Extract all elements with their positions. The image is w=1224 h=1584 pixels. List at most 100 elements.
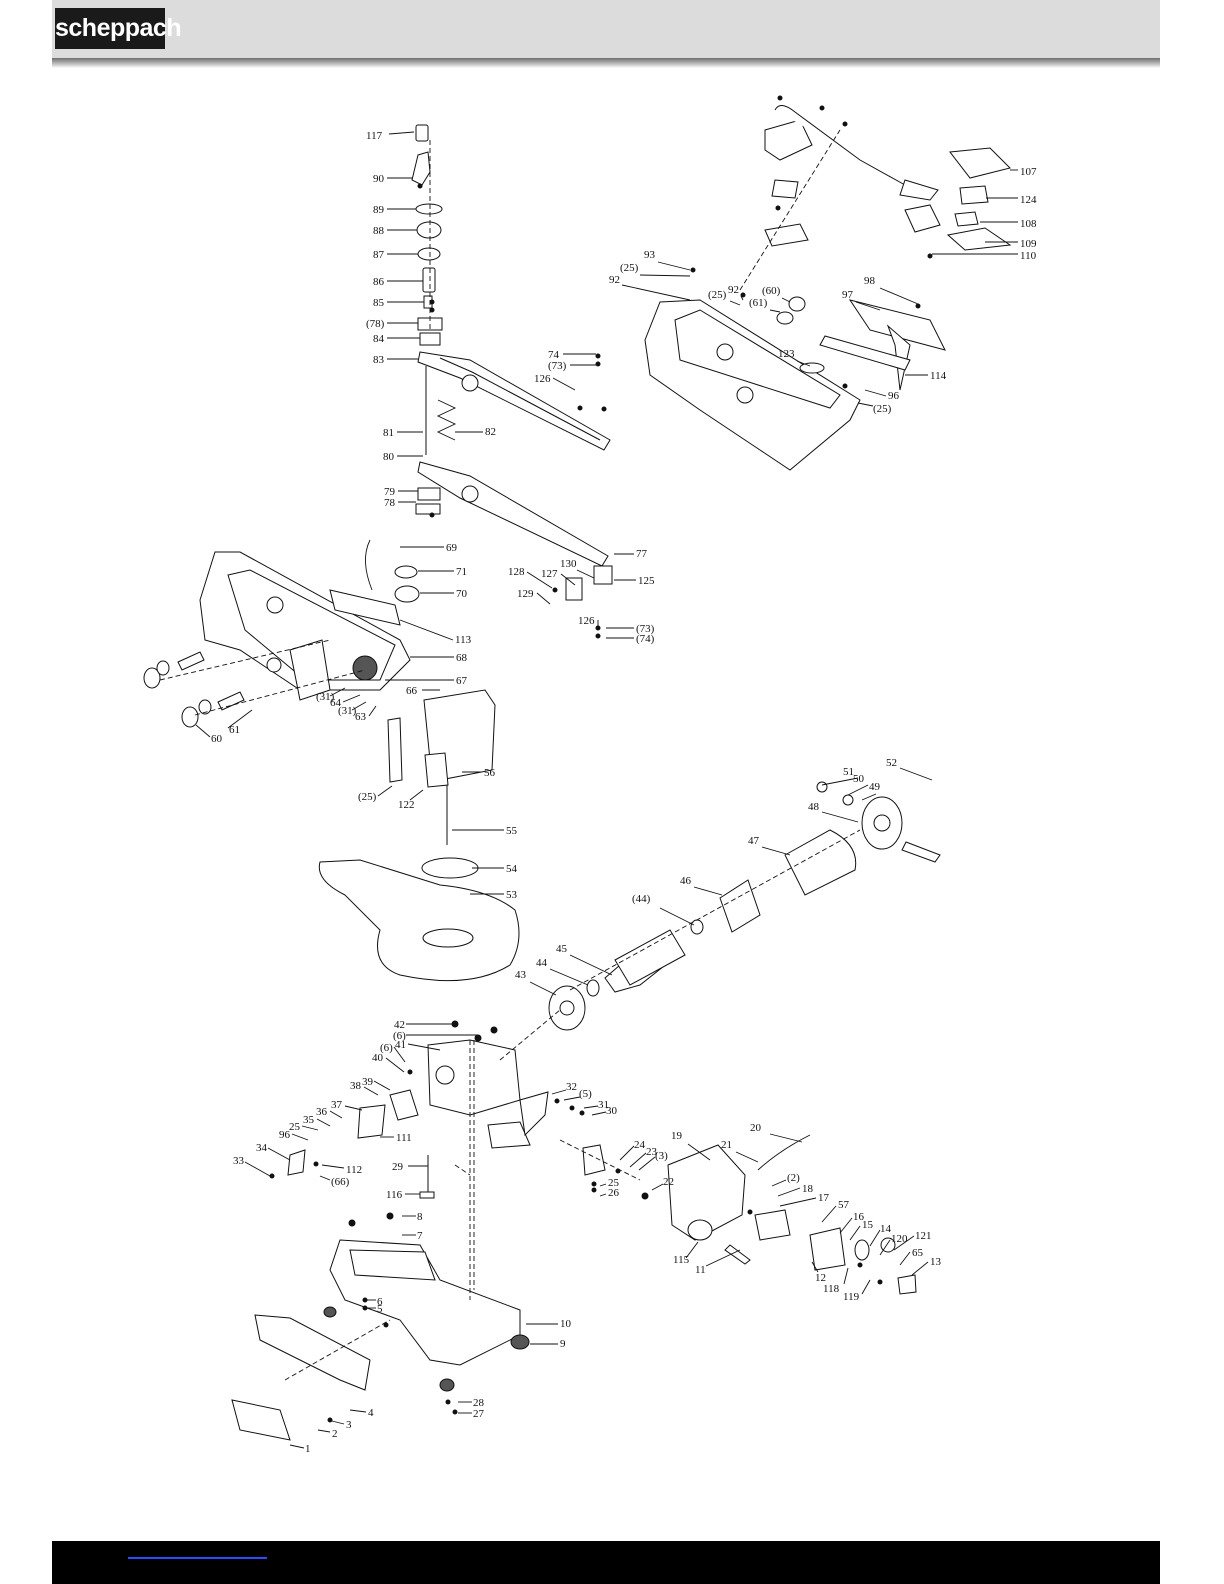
leader-line	[847, 784, 869, 796]
leader-line	[329, 1110, 343, 1119]
part-number-label: 121	[915, 1230, 932, 1242]
leader-line	[388, 131, 415, 135]
part-number-label: 52	[886, 757, 897, 769]
part-number-label: 41	[395, 1039, 406, 1051]
leader-line	[843, 1267, 849, 1285]
part-number-label: 30	[606, 1105, 618, 1117]
part-number-label: 83	[373, 354, 385, 366]
left-housing	[143, 539, 496, 788]
part-number-label: 51	[843, 766, 854, 778]
part-number-label: 117	[366, 130, 383, 142]
leader-line	[849, 1225, 861, 1241]
leader-line	[301, 1125, 319, 1131]
part-number-label: 118	[823, 1283, 840, 1295]
part-number-label: (25)	[873, 403, 892, 415]
part-number-label: 50	[853, 773, 865, 785]
leader-line	[619, 1145, 635, 1161]
part-number-label: 8	[417, 1211, 423, 1223]
part-number-label: 22	[663, 1176, 674, 1188]
leader-line	[399, 619, 454, 641]
leader-line	[811, 1261, 819, 1273]
part-number-label: (25)	[620, 262, 639, 274]
part-number-label: 97	[842, 289, 854, 301]
leader-line	[911, 1261, 929, 1276]
part-number-label: (44)	[632, 893, 651, 905]
part-number-label: 78	[384, 497, 396, 509]
part-number-label: 108	[1020, 218, 1037, 230]
footer-link-underline[interactable]	[128, 1557, 267, 1559]
part-number-label: 122	[398, 799, 415, 811]
leader-line	[363, 1086, 379, 1096]
leader-line	[769, 309, 781, 313]
motor	[548, 781, 941, 1031]
part-number-label: 46	[680, 875, 692, 887]
part-number-label: 26	[608, 1187, 620, 1199]
leader-line	[657, 261, 691, 271]
part-number-label: 7	[417, 1230, 423, 1242]
leader-line	[599, 1183, 607, 1187]
part-number-label: 92	[609, 274, 620, 286]
leader-line	[899, 767, 933, 781]
part-number-label: 60	[211, 733, 223, 745]
part-number-label: (61)	[749, 297, 768, 309]
part-number-label: 92	[728, 284, 739, 296]
part-number-label: (73)	[636, 623, 655, 635]
part-number-label: 110	[1020, 250, 1037, 262]
part-number-label: 20	[750, 1122, 762, 1134]
leader-line	[771, 1179, 787, 1187]
leader-line	[779, 1197, 817, 1207]
leader-line	[526, 571, 553, 589]
part-number-label: 129	[517, 588, 534, 600]
part-number-label: 24	[634, 1139, 646, 1151]
part-number-label: 25	[608, 1177, 620, 1189]
upper-arm	[411, 124, 611, 455]
leader-line	[821, 1205, 837, 1223]
part-number-label: 119	[843, 1291, 860, 1303]
part-number-label: 12	[815, 1272, 826, 1284]
part-number-label: 2	[332, 1428, 338, 1440]
leader-line	[777, 1187, 801, 1197]
part-number-label: 11	[695, 1264, 706, 1276]
part-number-label: (25)	[358, 791, 377, 803]
leader-line	[893, 1235, 915, 1251]
leader-line	[869, 1229, 881, 1247]
part-number-label: 4	[368, 1407, 374, 1419]
leader-line	[349, 1409, 367, 1413]
part-number-label: 81	[383, 427, 394, 439]
leader-line	[576, 569, 595, 579]
part-number-label: (78)	[366, 318, 385, 330]
leader-line	[536, 592, 551, 605]
part-number-label: 130	[560, 558, 577, 570]
leader-line	[319, 1175, 331, 1181]
part-number-label: 77	[636, 548, 648, 560]
leader-line	[855, 301, 881, 311]
leader-line	[563, 1096, 581, 1101]
leader-line	[781, 297, 791, 303]
part-number-label: 47	[748, 835, 760, 847]
part-number-label: 87	[373, 249, 385, 261]
leader-line	[244, 1161, 271, 1177]
leader-line	[629, 1152, 647, 1168]
leader-line	[796, 360, 811, 367]
leader-line	[321, 1164, 345, 1169]
part-number-label: (31)	[316, 691, 335, 703]
part-number-label: 28	[473, 1397, 485, 1409]
part-number-label: (3)	[655, 1150, 668, 1162]
leader-line	[740, 295, 744, 301]
part-number-label: 56	[484, 767, 496, 779]
part-number-label: 34	[256, 1142, 268, 1154]
part-number-label: 54	[506, 863, 518, 875]
leader-line	[659, 907, 695, 926]
part-number-label: (74)	[636, 633, 655, 645]
part-number-label: (25)	[708, 289, 727, 301]
leader-line	[549, 968, 589, 986]
part-number-label: 53	[506, 889, 518, 901]
part-number-label: 17	[818, 1192, 830, 1204]
part-number-label: 25	[289, 1121, 301, 1133]
part-number-label: 37	[331, 1099, 343, 1111]
part-number-label: 126	[578, 615, 595, 627]
part-number-label: 19	[671, 1130, 683, 1142]
part-number-label: 116	[386, 1189, 403, 1201]
part-number-label: 79	[384, 486, 396, 498]
